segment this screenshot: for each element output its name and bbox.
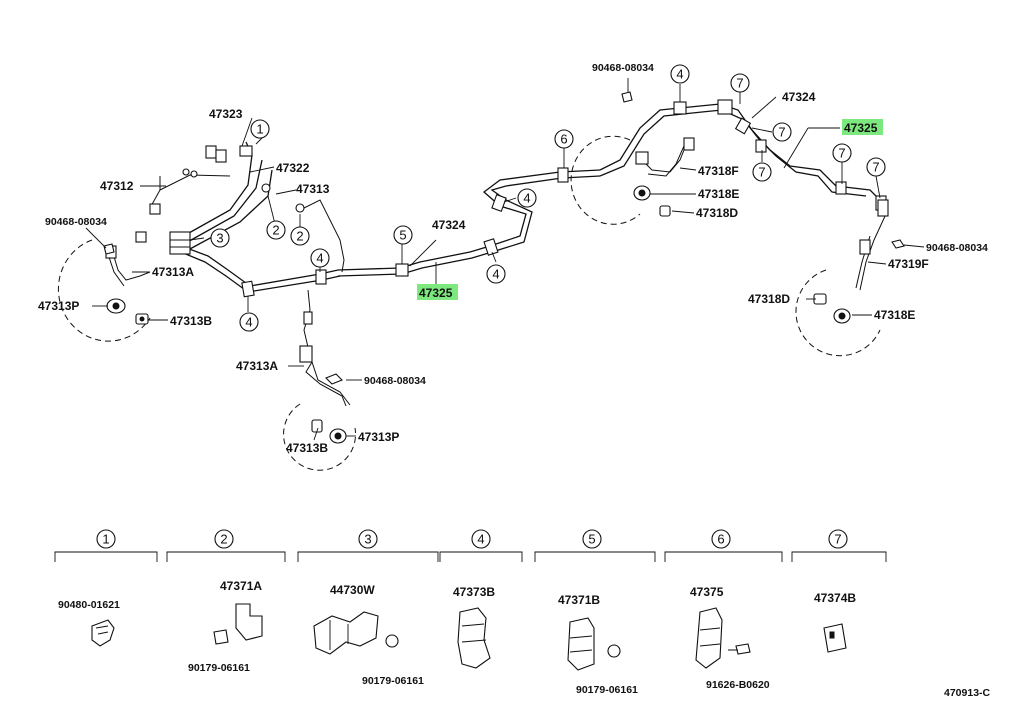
legend-2-sub: 90179-06161 [188, 662, 250, 674]
main-brake-tubes [107, 103, 887, 407]
legend-6-part: 47375 [690, 585, 724, 599]
svg-text:5: 5 [399, 228, 406, 243]
label-47318f: 47318F [698, 164, 739, 178]
svg-text:7: 7 [778, 125, 785, 140]
label-47312: 47312 [100, 179, 134, 193]
legend-5-sub: 90179-06161 [576, 684, 638, 696]
svg-text:4: 4 [477, 532, 484, 547]
svg-text:4: 4 [316, 251, 323, 266]
label-47313p-left: 47313P [38, 299, 79, 313]
legend-2-part: 47371A [220, 579, 262, 593]
leader-lines [85, 78, 925, 441]
legend-brackets [54, 551, 887, 562]
label-47313a-left: 47313A [152, 265, 194, 279]
svg-text:6: 6 [717, 532, 724, 547]
callout-4a: 4 [310, 248, 330, 268]
label-47313b-left: 47313B [170, 314, 212, 328]
label-47324-center: 47324 [432, 218, 466, 232]
legend-item-5: 5 47371B 90179-06161 [558, 529, 638, 696]
callout-7c: 7 [752, 162, 772, 182]
diagram-code: 470913-C [944, 687, 991, 699]
label-47313b-bottom: 47313B [286, 441, 328, 455]
callout-7e: 7 [866, 157, 886, 177]
callout-3: 3 [210, 228, 230, 248]
wheel-outlines [57, 135, 881, 471]
svg-text:5: 5 [588, 532, 595, 547]
label-47325-center: 47325 [419, 286, 453, 300]
svg-text:3: 3 [216, 231, 223, 246]
callout-7a: 7 [730, 73, 750, 93]
callout-circles: 1 2 2 3 4 4 5 4 4 6 4 7 7 7 7 7 [210, 64, 886, 332]
label-47313a-bottom: 47313A [236, 359, 278, 373]
legend-item-1: 1 90480-01621 [58, 529, 120, 647]
part-labels: 47323 47322 47312 47313 90468-08034 4731… [38, 62, 988, 455]
callout-1: 1 [250, 119, 270, 139]
svg-text:4: 4 [676, 67, 683, 82]
label-47323: 47323 [209, 107, 243, 121]
legend-6-sub: 91626-B0620 [706, 679, 770, 691]
legend-4-part: 47373B [453, 585, 495, 599]
legend-7-part: 47374B [814, 591, 856, 605]
label-47318d-right: 47318D [748, 292, 790, 306]
callout-4d: 4 [517, 188, 537, 208]
label-47325-right: 47325 [844, 121, 878, 135]
callout-2b: 2 [290, 226, 310, 246]
label-47324-right: 47324 [782, 90, 816, 104]
legend-5-part: 47371B [558, 593, 600, 607]
callout-2a: 2 [266, 220, 286, 240]
callout-4b: 4 [239, 312, 259, 332]
wheel-parts [103, 91, 905, 444]
label-90468-top: 90468-08034 [592, 62, 654, 74]
legend-item-3: 3 44730W 90179-06161 [313, 529, 424, 687]
svg-text:6: 6 [560, 132, 567, 147]
callout-6: 6 [554, 129, 574, 149]
label-47313p-bottom: 47313P [358, 430, 399, 444]
label-47319f: 47319F [888, 257, 929, 271]
callout-5: 5 [393, 225, 413, 245]
label-47322: 47322 [276, 161, 310, 175]
callout-7d: 7 [832, 143, 852, 163]
svg-text:2: 2 [220, 532, 227, 547]
legend-item-4: 4 47373B [453, 529, 495, 669]
highlight-47325-right [842, 119, 883, 135]
label-47318d-top: 47318D [696, 206, 738, 220]
svg-text:7: 7 [834, 532, 841, 547]
label-90468-right: 90468-08034 [926, 242, 988, 254]
svg-text:7: 7 [758, 165, 765, 180]
svg-text:3: 3 [364, 532, 371, 547]
legend-item-7: 7 47374B [814, 529, 856, 653]
svg-text:7: 7 [736, 76, 743, 91]
label-47318e-top: 47318E [698, 187, 739, 201]
callout-4e: 4 [670, 64, 690, 84]
svg-text:1: 1 [102, 532, 109, 547]
svg-text:4: 4 [523, 191, 530, 206]
legend-3-part: 44730W [330, 583, 375, 597]
label-90468-left: 90468-08034 [45, 216, 107, 228]
label-47318e-right: 47318E [874, 308, 915, 322]
svg-text:2: 2 [296, 229, 303, 244]
svg-text:7: 7 [872, 160, 879, 175]
legend-1-part: 90480-01621 [58, 599, 120, 611]
label-90468-bottom: 90468-08034 [364, 375, 426, 387]
svg-text:1: 1 [256, 122, 263, 137]
legend-3-sub: 90179-06161 [362, 675, 424, 687]
svg-text:2: 2 [272, 223, 279, 238]
label-47313-top: 47313 [296, 182, 330, 196]
callout-4c: 4 [486, 264, 506, 284]
svg-text:4: 4 [245, 315, 252, 330]
svg-text:4: 4 [492, 267, 499, 282]
legend-item-6: 6 47375 91626-B0620 [690, 529, 770, 691]
callout-7b: 7 [772, 122, 792, 142]
highlight-47325-center [417, 284, 458, 300]
legend-item-2: 2 47371A 90179-06161 [188, 529, 263, 674]
svg-text:7: 7 [838, 146, 845, 161]
